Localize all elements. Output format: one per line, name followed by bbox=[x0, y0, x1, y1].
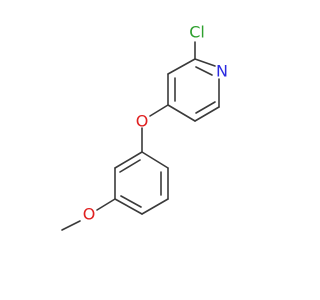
ether-oxygen-label: O bbox=[136, 112, 149, 131]
bond-b1-b2-inner bbox=[119, 159, 141, 173]
bond-c4-o bbox=[149, 104, 169, 117]
bonds-group bbox=[61, 41, 220, 231]
bond-b3-b4 bbox=[114, 198, 143, 215]
bond-b6-b1 bbox=[141, 151, 169, 169]
bond-c5-c6-inner bbox=[195, 101, 216, 114]
chlorine-label: Cl bbox=[189, 23, 205, 42]
nitrogen-label: N bbox=[216, 62, 228, 81]
bond-b3-o bbox=[96, 198, 116, 211]
bond-c4-c5 bbox=[167, 104, 196, 122]
atom-labels-group: Cl N O O bbox=[83, 23, 228, 224]
bond-b4-b5 bbox=[141, 198, 169, 215]
bond-c2-c3 bbox=[167, 58, 196, 75]
bond-o-ch3 bbox=[61, 220, 81, 231]
bond-b3-b4-inner bbox=[120, 195, 142, 208]
molecule-structure: Cl N O O bbox=[61, 23, 228, 231]
bond-c5-c6 bbox=[194, 106, 220, 122]
bond-b1-b2 bbox=[114, 151, 143, 169]
methoxy-oxygen-label: O bbox=[83, 205, 96, 224]
bond-n-c2 bbox=[194, 58, 216, 67]
bond-n-c2-inner bbox=[195, 66, 213, 76]
